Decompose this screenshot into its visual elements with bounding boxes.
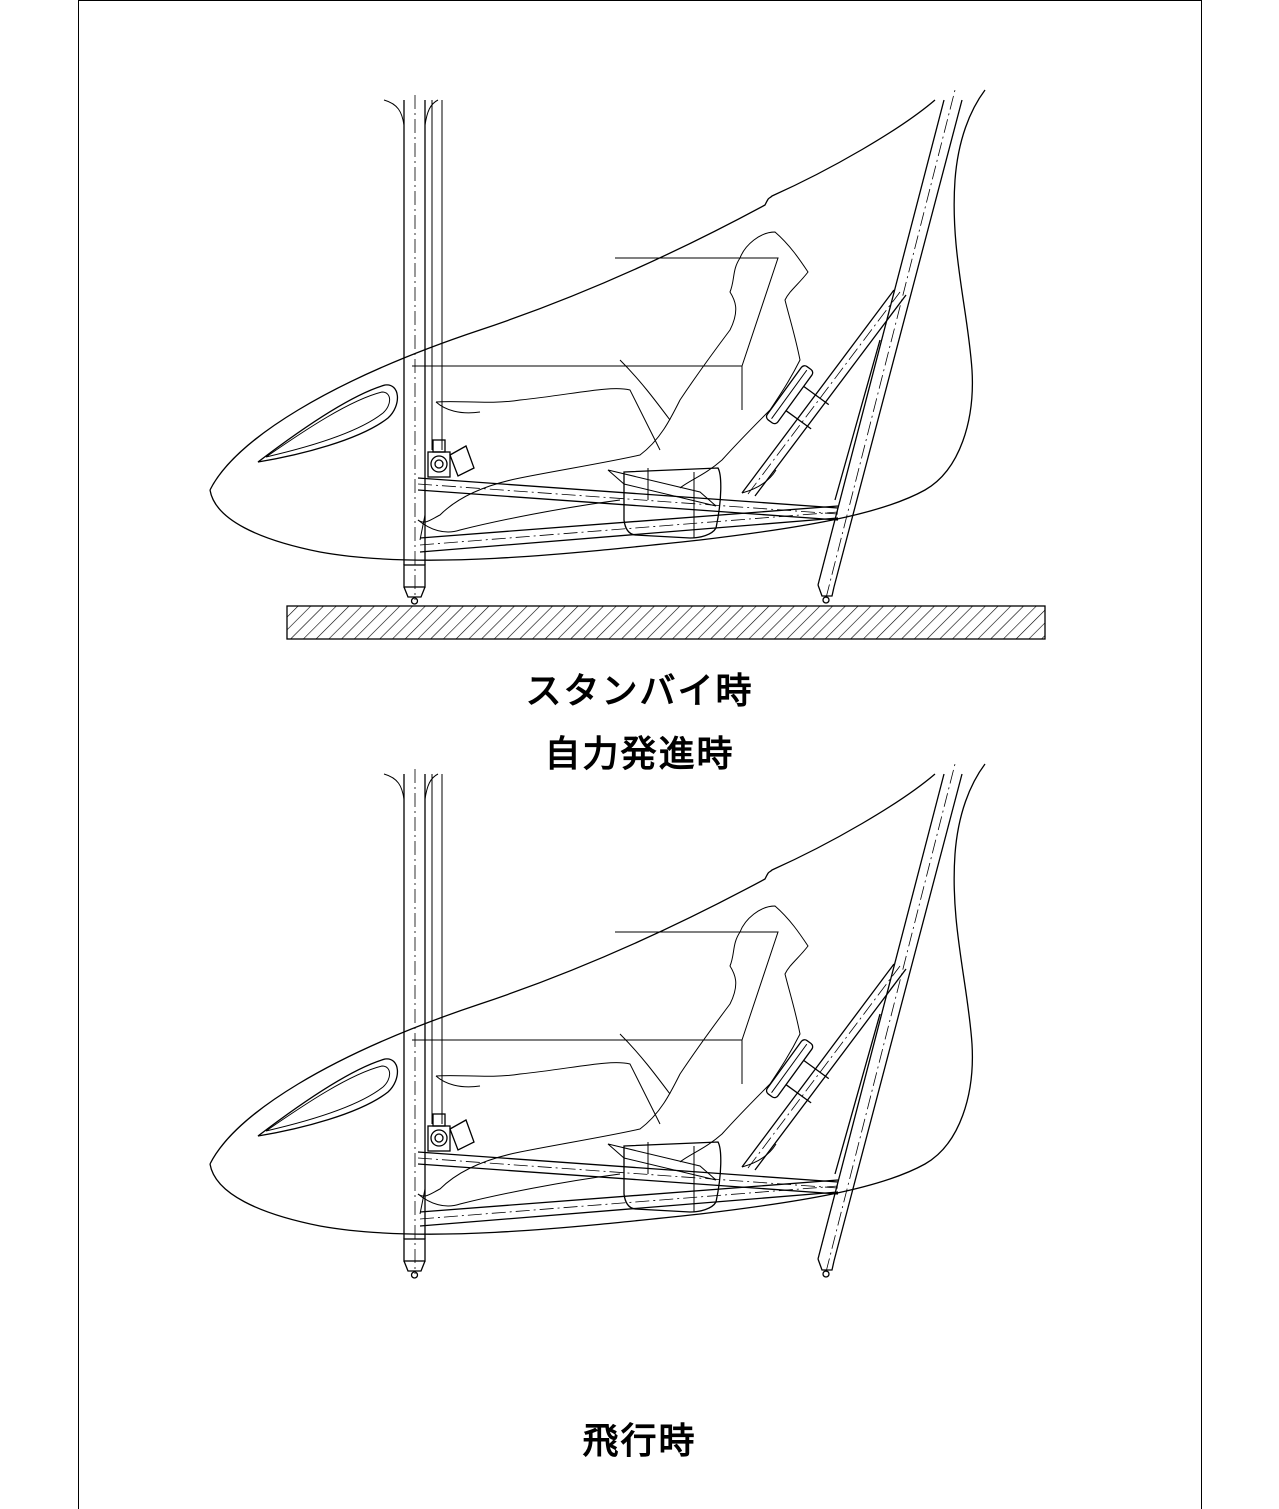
craft-flight [209,763,986,1279]
drawing-frame [78,0,1202,1509]
caption-standby: スタンバイ時 [525,671,754,712]
craft-standby [209,89,986,605]
caption-self-launch: 自力発進時 [544,734,735,775]
ground-hatch [286,605,1046,640]
caption-flight: 飛行時 [582,1421,697,1462]
